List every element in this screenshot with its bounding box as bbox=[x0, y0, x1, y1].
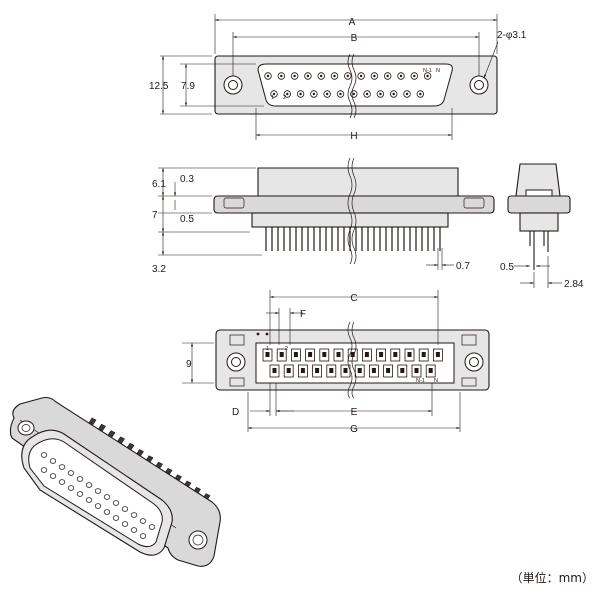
iso-socket-holes bbox=[40, 452, 156, 539]
iso-socket-hole bbox=[49, 458, 57, 464]
iso-socket-hole bbox=[103, 494, 111, 500]
side-insulator bbox=[251, 212, 449, 228]
iso-socket-hole bbox=[85, 482, 93, 488]
iso-socket-hole bbox=[139, 518, 147, 524]
pin-label-2: 2 bbox=[283, 95, 286, 101]
dim-0-5: 0.5 bbox=[180, 214, 194, 225]
dim-A: A bbox=[349, 17, 356, 28]
bottom-view: 1 2 N-1 N bbox=[215, 321, 490, 399]
dim-D: D bbox=[232, 407, 239, 418]
iso-socket-hole bbox=[130, 512, 138, 518]
iso-socket-hole bbox=[148, 524, 156, 530]
iso-socket-hole bbox=[121, 521, 129, 527]
unit-note: （単位：mm） bbox=[511, 570, 594, 585]
pin-label-n-1: N-1 bbox=[423, 68, 432, 74]
dim-H: H bbox=[350, 131, 357, 142]
iso-socket-hole bbox=[112, 515, 120, 521]
side-flange bbox=[213, 195, 495, 214]
iso-socket-hole bbox=[40, 452, 48, 458]
dim-9: 9 bbox=[186, 359, 192, 370]
front-pin-field bbox=[264, 72, 432, 98]
iso-socket-hole bbox=[130, 527, 138, 533]
svg-text:1: 1 bbox=[266, 346, 269, 352]
end-view bbox=[507, 163, 571, 270]
dim-G: G bbox=[350, 424, 358, 435]
dim-7-9: 7.9 bbox=[181, 81, 195, 92]
iso-socket-hole bbox=[58, 464, 66, 470]
iso-socket-hole bbox=[94, 488, 102, 494]
iso-socket-hole bbox=[58, 479, 66, 485]
iso-socket-hole bbox=[76, 476, 84, 482]
dim-E: E bbox=[351, 407, 358, 418]
break-line bbox=[347, 53, 353, 119]
iso-hole-top bbox=[17, 420, 35, 436]
iso-socket-hole bbox=[85, 497, 93, 503]
iso-hole-bottom bbox=[188, 530, 208, 550]
iso-socket-hole bbox=[67, 470, 75, 476]
dim-12-5: 12.5 bbox=[149, 81, 169, 92]
dim-end-0-5: 0.5 bbox=[500, 262, 514, 273]
iso-socket-hole bbox=[94, 503, 102, 509]
iso-socket-hole bbox=[112, 500, 120, 506]
bottom-dimensions: C F 9 D E G bbox=[182, 290, 461, 435]
side-dimensions: 6.1 0.3 7 0.5 3.2 0.7 bbox=[152, 167, 470, 275]
dim-6-1: 6.1 bbox=[152, 179, 166, 190]
side-view bbox=[213, 157, 495, 265]
iso-socket-hole bbox=[49, 473, 57, 479]
bottom-pin-grid bbox=[262, 348, 443, 378]
isometric-view bbox=[9, 396, 221, 567]
iso-socket-hole bbox=[67, 485, 75, 491]
svg-text:N: N bbox=[434, 378, 438, 384]
end-dimensions: 0.5 2.84 bbox=[500, 256, 584, 290]
iso-socket-hole bbox=[76, 491, 84, 497]
dim-3-2: 3.2 bbox=[152, 264, 166, 275]
side-shell bbox=[257, 167, 459, 197]
side-pin-row bbox=[265, 227, 441, 251]
svg-text:N-1: N-1 bbox=[416, 378, 425, 384]
dim-0-3: 0.3 bbox=[180, 174, 194, 185]
dim-7: 7 bbox=[152, 210, 158, 221]
front-view: 1 2 N-1 N bbox=[214, 53, 498, 119]
dim-0-7: 0.7 bbox=[456, 261, 470, 272]
dim-C: C bbox=[350, 293, 357, 304]
dim-F: F bbox=[300, 309, 306, 320]
iso-socket-hole bbox=[121, 506, 129, 512]
iso-socket-hole bbox=[103, 509, 111, 515]
front-dimensions: A B 2-φ3.1 12.5 7.9 H bbox=[149, 14, 527, 142]
iso-socket-hole bbox=[139, 533, 147, 539]
svg-text:2: 2 bbox=[285, 346, 288, 352]
iso-socket-hole bbox=[40, 467, 48, 473]
end-flange bbox=[507, 195, 571, 214]
dim-B: B bbox=[351, 33, 358, 44]
dim-2-84: 2.84 bbox=[564, 279, 584, 290]
pin-label-n: N bbox=[436, 68, 440, 74]
dim-hole: 2-φ3.1 bbox=[497, 30, 527, 41]
pin-label-1: 1 bbox=[271, 95, 274, 101]
